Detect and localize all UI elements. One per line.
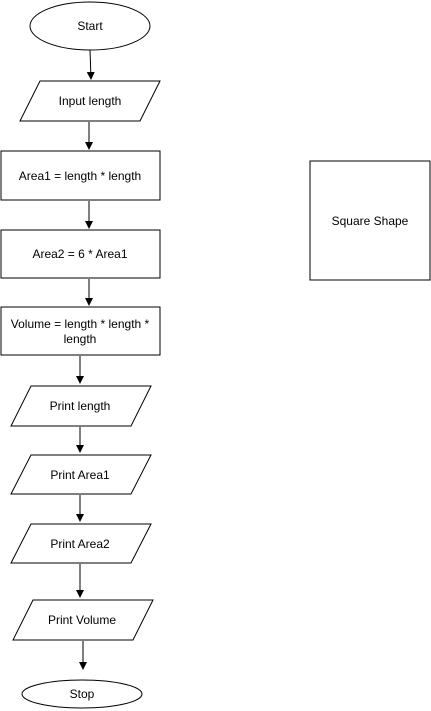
print-length-label: Print length (50, 399, 111, 413)
print-area1-parallelogram (10, 454, 152, 495)
area1-label: Area1 = length * length (19, 169, 141, 183)
square-shape-label: Square Shape (332, 214, 409, 228)
stop-terminal (21, 679, 143, 709)
square-shape-box (309, 160, 431, 281)
volume-label-line2: length (64, 332, 97, 346)
print-area2-label: Print Area2 (50, 537, 110, 551)
input-length-label: Input length (59, 94, 122, 108)
print-length-parallelogram (10, 385, 152, 427)
area2-process-box (0, 229, 161, 279)
arrow-start-to-input (86, 49, 95, 80)
area1-process-box (0, 150, 161, 201)
print-area1-label: Print Area1 (50, 468, 110, 482)
start-label: Start (77, 19, 103, 33)
stop-label: Stop (70, 687, 95, 701)
area2-label: Area2 = 6 * Area1 (32, 247, 127, 261)
volume-label-line1: Volume = length * length * (11, 317, 150, 331)
print-volume-label: Print Volume (48, 613, 116, 627)
print-area2-parallelogram (10, 523, 152, 564)
input-length-parallelogram (19, 80, 161, 122)
print-volume-parallelogram (12, 599, 154, 641)
volume-process-box (0, 306, 161, 356)
